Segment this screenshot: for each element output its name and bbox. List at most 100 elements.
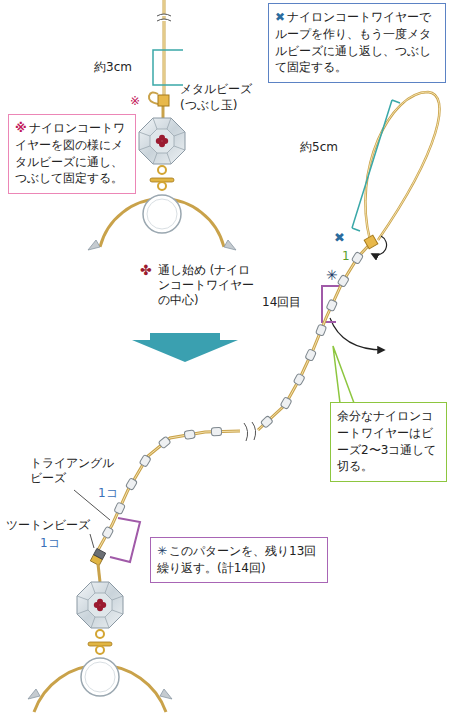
- ring: [88, 195, 236, 250]
- metal-bead-part: [158, 95, 169, 106]
- note-box: ✖ナイロンコートワイヤーでループを作り、もう一度メタルビーズに通し返し、つぶして…: [268, 3, 446, 83]
- note-mark: ✖: [275, 10, 285, 24]
- bead-strand-part: [305, 349, 316, 361]
- tip-box: 余分なナイロンコートワイヤーはビーズ2〜3コ通して切る。: [330, 402, 447, 482]
- top-wire-part: [149, 92, 158, 104]
- bead-strand-part: [125, 478, 137, 491]
- wire-loop-part: [365, 92, 439, 240]
- wire-tail-part: [330, 318, 384, 350]
- repeat-mark: ✳: [326, 266, 338, 284]
- bead-strand-part: [98, 431, 240, 550]
- bead-strand-part: [293, 373, 305, 386]
- crystal-part: [139, 118, 185, 164]
- note-text: ナイロンコートワイヤーを図の様にメタルビーズに通し、つぶして固定する。: [15, 121, 125, 185]
- dimension: 約3cm: [94, 60, 132, 76]
- part-name: メタルビーズ (つぶし玉): [180, 82, 264, 113]
- crystal: [77, 582, 123, 628]
- crystal-part: [77, 582, 123, 628]
- metal-bead: [364, 235, 378, 249]
- ring-part: [28, 689, 40, 699]
- note-box: ※ナイロンコートワイヤーを図の様にメタルビーズに通し、つぶして固定する。: [8, 114, 136, 194]
- wire-loop-part: [365, 92, 439, 240]
- wire-tail: [330, 318, 384, 350]
- bead-strand-part: [114, 502, 125, 514]
- ring-part: [160, 689, 172, 699]
- ring-part: [147, 199, 177, 229]
- note-text: ナイロンコートワイヤーでループを作り、もう一度メタルビーズに通し返し、つぶして固…: [275, 10, 431, 74]
- bead-strand-part: [184, 430, 195, 440]
- repeat-count: 14回目: [262, 295, 301, 311]
- break-mark-part: [244, 422, 256, 441]
- bottom-wire-part: [98, 564, 100, 582]
- wire-loop: [365, 92, 439, 240]
- two-tone-bead: [90, 548, 105, 565]
- start-mark: ✤: [140, 261, 152, 279]
- gold-connector-part: [96, 630, 104, 638]
- bracket-pattern-part: [110, 518, 140, 562]
- gold-connector-part: [158, 166, 166, 174]
- green-pointer-part: [333, 346, 354, 403]
- note-mark: ※: [15, 121, 27, 135]
- green-pointer: [333, 346, 354, 403]
- bead-strand-part: [351, 252, 363, 265]
- bead-strand-part: [280, 397, 292, 410]
- top-wire: [149, 0, 171, 118]
- ring-part: [143, 195, 181, 233]
- crystal-part: [94, 602, 100, 608]
- dimension: 約5cm: [300, 140, 338, 156]
- step-number: 1: [342, 249, 350, 265]
- gold-connector: [88, 630, 112, 654]
- part-name: トライアングルビーズ: [30, 456, 116, 486]
- quantity: 1コ: [40, 536, 60, 552]
- repeat-box: ✳このパターンを、残り13回繰り返す。(計14回): [150, 537, 328, 583]
- two-tone-bead-part: [94, 548, 106, 559]
- leader-lines-part: [90, 534, 94, 548]
- bottom-wire: [98, 564, 100, 582]
- note-text: 余分なナイロンコートワイヤーはビーズ2〜3コ通して切る。: [337, 409, 436, 473]
- ring: [28, 658, 172, 712]
- bead-strand-part: [315, 324, 326, 336]
- metal-bead: [158, 95, 169, 106]
- gold-connector-part: [96, 646, 104, 654]
- bracket-5cm: [352, 100, 400, 231]
- bracket-pattern: [110, 518, 140, 562]
- crystal-part: [100, 602, 106, 608]
- step-arrow-part: [132, 333, 238, 362]
- note-mark: ✳: [157, 544, 167, 558]
- gold-connector: [150, 166, 174, 190]
- ring-part: [85, 662, 115, 692]
- bracket-5cm-part: [352, 100, 400, 231]
- crystal-part: [77, 582, 123, 628]
- crystal-part: [162, 138, 168, 144]
- bead-strand-part: [102, 526, 114, 539]
- quantity: 1コ: [98, 486, 118, 502]
- bead-strand-part: [98, 431, 240, 550]
- bead-strand: [98, 235, 378, 550]
- bracket-3cm-part: [153, 50, 183, 85]
- break-mark: [244, 422, 256, 441]
- crystal-part: [150, 129, 174, 153]
- ring-part: [224, 240, 236, 250]
- bead-strand-part: [337, 275, 349, 288]
- bracket-3cm: [153, 50, 183, 85]
- crystal-part: [156, 138, 162, 144]
- part-name: ツートンビーズ: [6, 518, 90, 533]
- crystal: [139, 118, 185, 164]
- bead-strand-part: [211, 428, 221, 436]
- top-wire-part: [157, 14, 171, 21]
- top-wire-part: [162, 106, 165, 118]
- note-text: このパターンを、残り13回繰り返す。(計14回): [157, 544, 316, 575]
- note-mark: ※: [130, 94, 140, 110]
- ring-part: [88, 240, 100, 250]
- note-mark: ✖: [334, 230, 345, 247]
- start-note: 通し始め (ナイロンコートワイヤーの中心): [158, 263, 258, 308]
- bead-strand-part: [139, 454, 151, 467]
- gold-connector-part: [158, 182, 166, 190]
- crystal-part: [139, 118, 185, 164]
- bead-strand-part: [326, 299, 337, 311]
- ring-part: [81, 658, 119, 696]
- bead-strand-part: [260, 416, 273, 429]
- bead-strand-part: [158, 436, 171, 449]
